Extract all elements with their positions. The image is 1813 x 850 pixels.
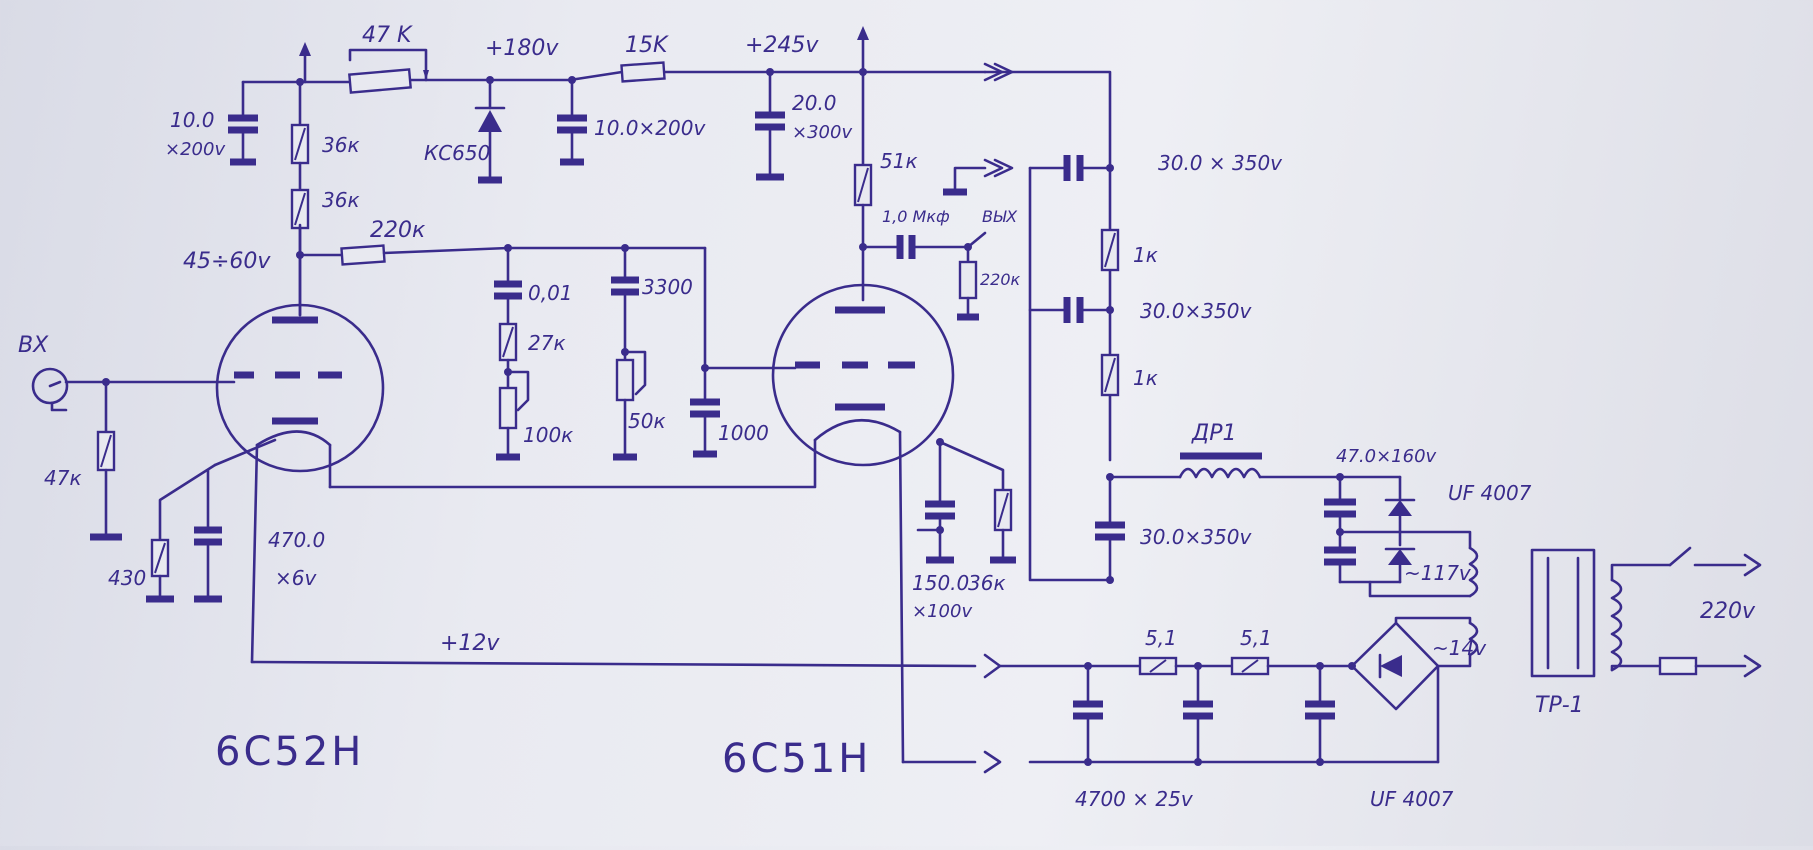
tube-6c52n [213,223,385,664]
supply-rail [241,26,1112,462]
cap-20-300: 20.0 ×300v [755,70,852,181]
label-47k: 47к [44,466,82,490]
resistor-36k-stack: 36к 36к [290,80,360,317]
label-100k: 100к [523,423,573,447]
resistor-47k-in: 47к [44,380,122,541]
tone-chain-001: 0,01 27к 100к [494,246,573,461]
label-10-0-rating: ×200v [165,139,225,160]
label-45-60v: 45÷60v [183,249,271,274]
resistor-220k: 220к [298,218,797,370]
hv-doubler: 47.0×160v UF 4007 ~117v [1324,446,1532,598]
label-245v: +245v [745,33,819,58]
cap-1000: 1000 [690,366,769,458]
label-30-350-c: 30.0×350v [1140,525,1252,549]
tone-chain-3300: 3300 50к [611,246,693,461]
cathode-150-36k: 150.0 ×100v 36к [912,440,1016,622]
label-3300: 3300 [642,275,693,299]
resistor-51k: 51к [853,70,918,302]
choke-dr1: ДР1 [1178,421,1342,479]
tube-6c51n [771,283,1005,764]
zener-kc650: КС650 [424,78,506,184]
label-pot-47k: 47 K [362,23,413,48]
label-uf4007-top: UF 4007 [1448,481,1532,505]
label-5-1-b: 5,1 [1240,626,1272,650]
label-5-1-a: 5,1 [1145,626,1177,650]
label-430: 430 [108,566,146,590]
label-150-0: 150.0 [912,571,969,595]
label-15k: 15K [625,33,669,58]
label-50k: 50к [628,409,666,433]
input-jack: ВХ [18,333,236,412]
label-4700-25: 4700 × 25v [1075,787,1194,811]
label-220v: 220v [1700,599,1756,624]
label-36k-b: 36к [322,188,360,212]
label-30-350-a: 30.0 × 350v [1158,151,1283,175]
mains-input: 220v [1658,546,1762,678]
label-1000: 1000 [718,421,769,445]
junction-dots [102,68,1356,766]
label-36k-k: 36к [968,571,1006,595]
label-tube-6c51n: 6С51Н [722,736,871,782]
label-20-0-rating: ×300v [792,122,852,143]
cap-10-200-left: 10.0 ×200v [165,80,258,166]
label-150-rating: ×100v [912,601,972,622]
cathode-430: 430 [108,463,222,603]
pot-47k: 47 K [348,23,429,94]
label-14v: ~14v [1432,636,1487,660]
label-10-0: 10.0 [170,108,215,132]
resistor-15k: 15K [568,33,669,83]
label-30-350-b: 30.0×350v [1140,299,1252,323]
label-47-160: 47.0×160v [1336,446,1437,467]
label-vyh: ВЫХ [982,207,1018,226]
label-470-rating: ×6v [275,566,317,590]
cap-10x200: 10.0×200v [557,78,706,166]
label-001: 0,01 [528,281,573,305]
heater-12v-line: +12v [250,438,1002,679]
label-220k-out: 220к [980,270,1021,289]
label-36k-a: 36к [322,133,360,157]
label-20-0: 20.0 [792,91,837,115]
label-470-0: 470.0 [268,528,325,552]
label-1k-b: 1к [1133,366,1158,390]
hv-filter: 30.0 × 350v 1к 30.0×350v 1к 30.0×350v [1028,151,1283,582]
label-uf4007-bottom: UF 4007 [1370,787,1454,811]
label-12v: +12v [440,631,500,656]
label-tr1: ТР-1 [1535,693,1584,718]
label-input: ВХ [18,333,49,358]
label-tube-6c52n: 6С52Н [215,729,364,775]
transformer-tr1: ТР-1 [1530,548,1672,718]
label-27k: 27к [528,331,566,355]
label-180v: +180v [485,36,559,61]
ground-rail [901,750,1440,774]
label-10x200: 10.0×200v [594,116,706,140]
label-1mkf: 1,0 Мкф [882,207,950,226]
label-kc650: КС650 [424,141,490,165]
label-220k: 220к [370,218,426,243]
label-dr1: ДР1 [1191,421,1236,446]
label-51k: 51к [880,149,918,173]
label-117v: ~117v [1404,561,1472,585]
label-1k-a: 1к [1133,243,1158,267]
lv-psu: 5,1 5,1 4700 × 25v ~14v UF 4007 [998,616,1487,811]
output-coupling: 1,0 Мкф ВЫХ 220к [861,158,1021,321]
